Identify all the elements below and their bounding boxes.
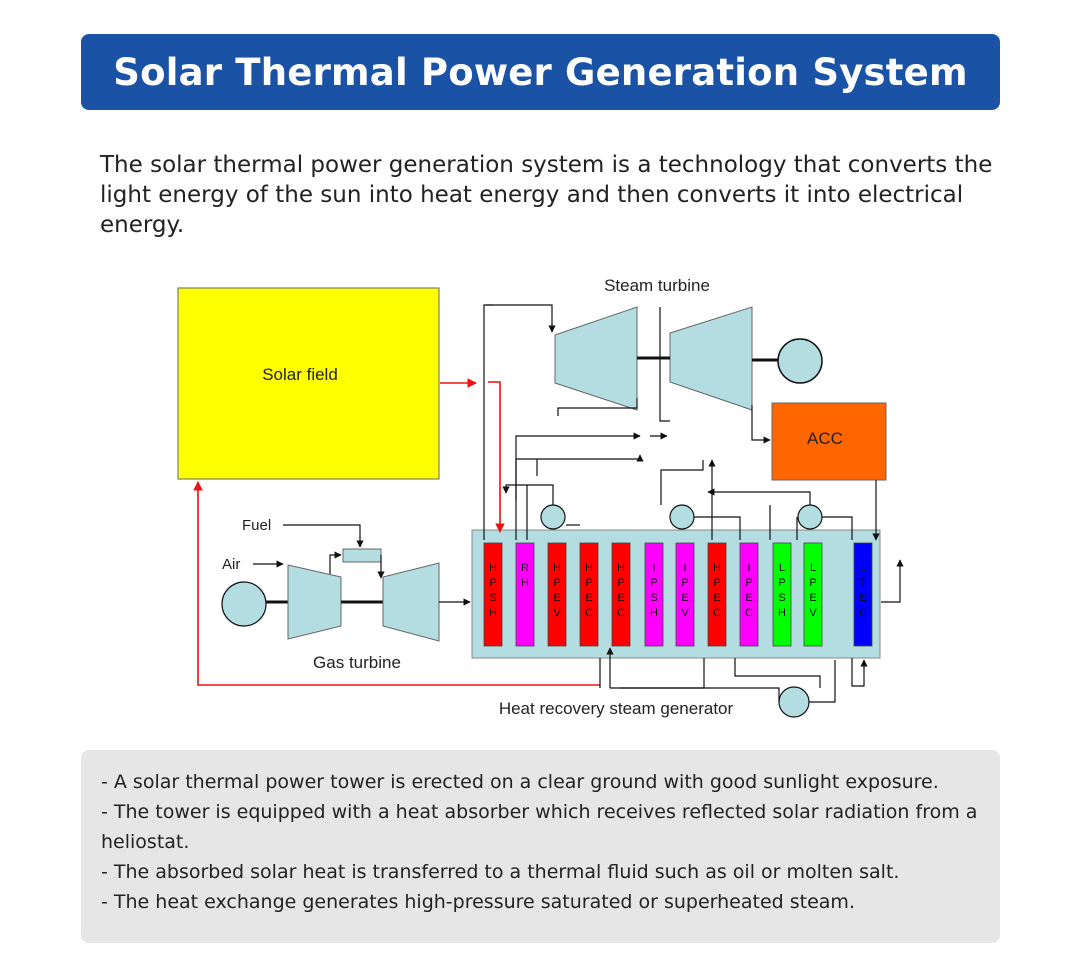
hrsg-tube-body: [483, 542, 503, 647]
intro-paragraph: The solar thermal power generation syste…: [100, 152, 993, 238]
hrsg-tube-body: [515, 542, 535, 647]
title-banner: Solar Thermal Power Generation System: [81, 34, 1000, 110]
hrsg-label: Heat recovery steam generator: [499, 699, 734, 718]
hrsg-tube-body: [611, 542, 631, 647]
solar-field-box: [177, 287, 440, 480]
hrsg-tube-body: [547, 542, 567, 647]
hrsg-tube-body: [675, 542, 695, 647]
hrsg-tube-body: [644, 542, 664, 647]
note-item: - The tower is equipped with a heat abso…: [101, 801, 978, 853]
gas-compressor: [287, 564, 342, 640]
acc-box: [771, 402, 887, 481]
steam-generator-circle: [777, 338, 823, 384]
note-item: - The absorbed solar heat is transferred…: [101, 861, 900, 883]
fuel-label: Fuel: [242, 517, 271, 534]
ip-drum: [669, 504, 695, 530]
air-label: Air: [222, 556, 240, 573]
hrsg-tube-body: [803, 542, 823, 647]
hrsg-tube-body: [772, 542, 792, 647]
steam-turbine-hp: [554, 306, 638, 411]
hrsg-tube-body: [853, 542, 873, 647]
combustor: [342, 548, 382, 563]
hrsg-tube-body: [579, 542, 599, 647]
gas-turbine-label: Gas turbine: [313, 653, 401, 672]
steam-turbine-label: Steam turbine: [604, 276, 710, 295]
gas-turbine-generator: [221, 581, 267, 627]
notes-panel: - A solar thermal power tower is erected…: [81, 750, 1000, 943]
note-item: - The heat exchange generates high-press…: [101, 891, 855, 913]
hp-drum: [540, 504, 566, 530]
page-title: Solar Thermal Power Generation System: [113, 50, 968, 94]
lp-drum: [797, 504, 823, 530]
gas-turbine-expander: [382, 562, 440, 642]
steam-turbine-lp: [669, 306, 753, 411]
solar-field-label: Solar field: [262, 365, 338, 384]
hrsg-tube-body: [707, 542, 727, 647]
hrsg-tube-body: [739, 542, 759, 647]
note-item: - A solar thermal power tower is erected…: [101, 771, 939, 793]
acc-label: ACC: [807, 429, 843, 448]
feed-pump: [778, 686, 810, 718]
